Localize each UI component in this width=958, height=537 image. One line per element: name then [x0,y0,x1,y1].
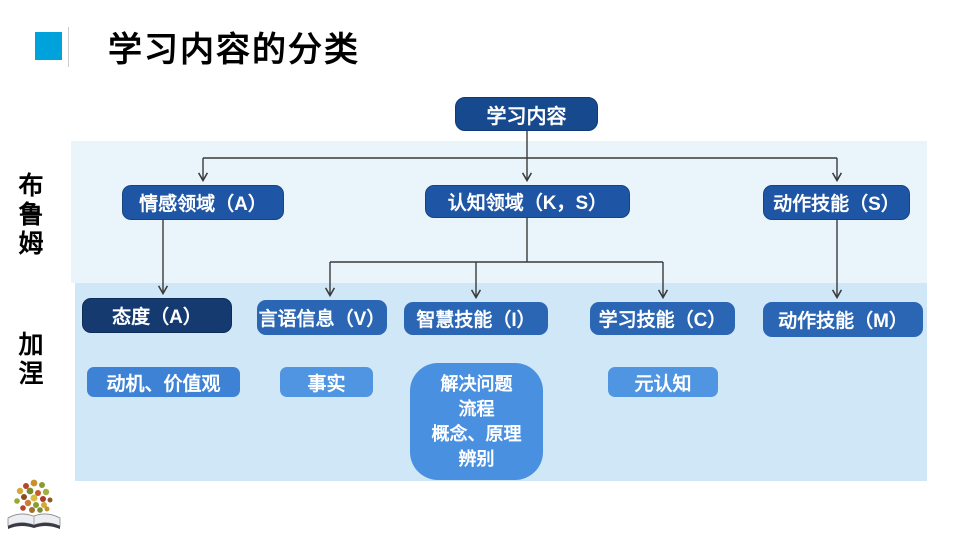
node-attitude: 态度（A） [82,298,232,333]
title-divider [68,27,69,67]
side-label-bloom: 布鲁姆 [18,172,44,258]
sub-item-concept-principle: 概念、原理 [431,423,522,444]
page-title: 学习内容的分类 [108,31,360,69]
title-bullet-square-icon [35,32,62,60]
open-book [7,513,61,529]
sub-item-discrimination: 辨别 [458,448,495,469]
node-motor-skills-m: 动作技能（M） [763,302,923,337]
node-affective-domain: 情感领域（A） [122,185,284,220]
book-logo-icon [7,479,61,529]
node-learning-content: 学习内容 [455,97,598,131]
node-learning-skills: 学习技能（C） [590,302,735,335]
node-cognitive-domain: 认知领域（K，S） [425,185,630,218]
node-intellectual-skills: 智慧技能（I） [404,302,548,335]
node-facts: 事实 [280,367,373,397]
node-verbal-information: 言语信息（V） [257,300,387,335]
node-metacognition: 元认知 [608,367,718,397]
node-intellectual-sub-items: 解决问题 流程 概念、原理 辨别 [410,363,543,480]
sub-item-process: 流程 [458,398,495,419]
node-motivation-values: 动机、价值观 [87,367,240,397]
node-motor-skills-s: 动作技能（S） [763,185,910,220]
sub-item-problem-solving: 解决问题 [440,373,513,394]
side-label-gagne: 加涅 [18,331,44,388]
flower-ball [14,479,53,513]
